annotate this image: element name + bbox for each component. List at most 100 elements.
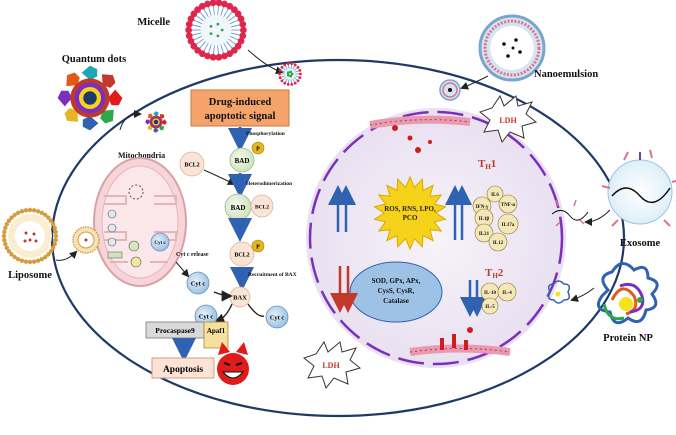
arrow-protein-np	[570, 287, 595, 302]
micelle-small	[278, 62, 302, 86]
phosphorylation-label: Phosphorylation	[246, 131, 285, 137]
svg-text:BCL2: BCL2	[255, 205, 269, 211]
ldh-label-bottom: LDH	[322, 361, 340, 370]
recruitment-label: Recruitment of BAX	[248, 272, 297, 278]
membrane-fragment-top	[369, 115, 471, 153]
arrow-cytc-bax	[213, 290, 233, 302]
cytokine-il-4: IL-4	[497, 282, 517, 302]
svg-text:P: P	[256, 245, 260, 251]
exosome-small	[551, 199, 589, 227]
svg-text:IL-5: IL-5	[485, 305, 495, 310]
svg-text:ROS, RNS, LPO,: ROS, RNS, LPO,	[384, 205, 436, 213]
ldh-burst-top: LDH	[478, 94, 538, 144]
protein-np-label: Protein NP	[603, 333, 653, 344]
svg-text:Catalase: Catalase	[383, 297, 409, 305]
micelle-label: Micelle	[137, 17, 170, 28]
svg-text:IFN-γ: IFN-γ	[476, 205, 489, 210]
svg-text:BAD: BAD	[235, 157, 250, 165]
svg-text:Cyt c: Cyt c	[191, 281, 206, 288]
bcl2-free: BCL2	[179, 151, 205, 177]
th1-label: TH1	[478, 158, 496, 171]
cytokine-il12: IL12	[488, 232, 508, 252]
svg-text:CysS, CysR,: CysS, CysR,	[378, 287, 415, 295]
svg-text:Procaspase9: Procaspase9	[155, 326, 195, 335]
svg-text:IL-4: IL-4	[502, 291, 512, 296]
bcl2-phospho: BCL2 P	[229, 239, 265, 267]
bad-phospho: BAD P	[229, 141, 265, 173]
exosome-large	[601, 149, 676, 227]
svg-text:Drug-induced: Drug-induced	[209, 97, 272, 108]
micelle-large	[185, 0, 247, 61]
mitochondrion	[93, 157, 187, 287]
exosome-label: Exosome	[620, 238, 661, 249]
heterodimerization-label: Heterodimerization	[246, 181, 292, 187]
cytokine-il-5: IL-5	[481, 297, 499, 315]
ldh-label-top: LDH	[499, 116, 517, 125]
svg-text:P: P	[256, 147, 260, 153]
svg-text:Cyt c: Cyt c	[154, 241, 166, 246]
arrow-liposome	[55, 250, 78, 261]
svg-text:SOD, GPx, APx,: SOD, GPx, APx,	[372, 277, 421, 285]
svg-text:BAD: BAD	[231, 204, 246, 212]
antioxidant-ellipse: SOD, GPx, APx, CysS, CysR, Catalase	[349, 261, 443, 323]
th2-cytokine-cluster: IL-10 IL-4IL-5	[480, 282, 517, 315]
svg-text:Apoptosis: Apoptosis	[163, 365, 203, 375]
th2-label: TH2	[485, 267, 504, 280]
cytokine-il6: IL6	[486, 185, 504, 203]
svg-text:IL17a: IL17a	[502, 223, 515, 228]
quantum-dot-small	[145, 111, 167, 133]
cyt-c-right: Cyt c	[265, 305, 289, 329]
quantum-dots-label: Quantum dots	[62, 54, 126, 65]
svg-text:Cyt c: Cyt c	[270, 315, 285, 322]
cyt-c-small: Cyt c	[150, 232, 170, 252]
liposome-small	[72, 226, 100, 254]
membrane-fragment-bottom	[409, 327, 511, 356]
nanoemulsion-small	[439, 79, 461, 101]
protein-np-large	[596, 262, 659, 325]
arrow-nanoemulsion	[460, 75, 489, 90]
svg-text:Cyt c: Cyt c	[199, 314, 214, 321]
cytokine-il17a: IL17a	[497, 213, 519, 235]
quantum-dot-large	[57, 65, 123, 131]
nanoemulsion-label: Nanoemulsion	[534, 69, 598, 80]
svg-text:TNF-α: TNF-α	[501, 203, 516, 208]
cytokine-il1-: IL1β	[474, 208, 494, 228]
ldh-burst-bottom: LDH	[302, 340, 362, 390]
svg-text:BCL2: BCL2	[184, 163, 199, 169]
svg-text:PCO: PCO	[403, 214, 418, 222]
arrow-bax-cytc	[213, 303, 233, 325]
svg-text:IL-10: IL-10	[484, 291, 496, 296]
nanoemulsion-large	[478, 14, 546, 82]
svg-text:Apaf1: Apaf1	[207, 327, 226, 335]
cyt-c-release-label: Cyt c release	[176, 252, 209, 258]
svg-text:IL1β: IL1β	[479, 217, 490, 222]
bad-bcl2-complex: BAD BCL2	[224, 193, 274, 221]
signal-box: Drug-induced apoptotic signal	[190, 89, 290, 127]
svg-text:BAX: BAX	[233, 295, 247, 302]
svg-text:IL6: IL6	[491, 193, 499, 198]
svg-text:IL21: IL21	[479, 232, 490, 237]
arrow-exosome	[584, 209, 611, 226]
svg-text:apoptotic signal: apoptotic signal	[205, 111, 276, 122]
arrow-quantum-dots	[119, 110, 142, 131]
apaf1-box: Apaf1	[203, 321, 229, 349]
nucleus	[306, 108, 566, 368]
liposome-label: Liposome	[8, 270, 52, 281]
liposome-large	[1, 207, 59, 265]
arrow-bax-right	[247, 303, 265, 317]
cyt-c-release-arrow	[175, 261, 190, 278]
ros-star: ROS, RNS, LPO, PCO	[373, 175, 447, 251]
svg-text:IL12: IL12	[493, 241, 504, 246]
procaspase9-box: Procaspase9	[145, 321, 205, 339]
protein-np-small	[547, 280, 571, 304]
cytokine-tnf-: TNF-α	[498, 194, 518, 214]
cyt-c-left: Cyt c	[186, 271, 210, 295]
svg-text:BCL2: BCL2	[234, 253, 249, 259]
bax: BAX	[229, 286, 251, 308]
devil-face-icon	[217, 342, 249, 385]
apoptosis-box: Apoptosis	[151, 357, 215, 379]
cytokine-il21: IL21	[474, 223, 494, 243]
mitochondria-label: Mitochondria	[118, 151, 165, 160]
